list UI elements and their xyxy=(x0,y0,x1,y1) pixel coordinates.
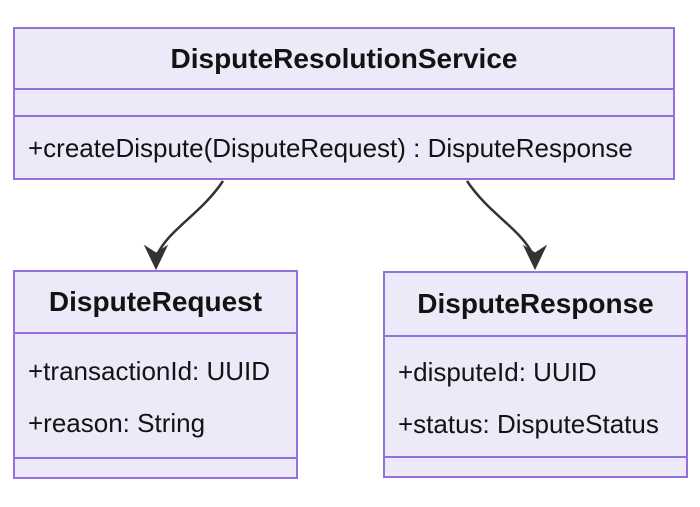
attributes-compartment: +disputeId: UUID +status: DisputeStatus xyxy=(385,335,686,456)
arrow-service-to-request xyxy=(143,180,225,271)
attributes-compartment: +transactionId: UUID +reason: String xyxy=(15,332,296,457)
methods-compartment-empty xyxy=(385,456,686,476)
attributes-compartment-empty xyxy=(15,88,673,115)
class-name: DisputeResolutionService xyxy=(170,42,518,74)
attribute-reason: +reason: String xyxy=(28,407,206,438)
class-name: DisputeRequest xyxy=(48,286,263,317)
methods-compartment: +createDispute(DisputeRequest) : Dispute… xyxy=(15,115,673,178)
attribute-dispute-id: +disputeId: UUID xyxy=(398,356,597,387)
class-name: DisputeResponse xyxy=(417,288,654,319)
attribute-status: +status: DisputeStatus xyxy=(398,408,659,439)
methods-compartment-empty xyxy=(15,457,296,477)
arrow-service-to-response xyxy=(465,180,548,271)
attribute-transaction-id: +transactionId: UUID xyxy=(28,355,271,386)
class-dispute-response: DisputeResponse +disputeId: UUID +status… xyxy=(383,271,688,478)
class-dispute-request: DisputeRequest +transactionId: UUID +rea… xyxy=(13,270,298,479)
method-create-dispute: +createDispute(DisputeRequest) : Dispute… xyxy=(28,132,633,163)
class-dispute-resolution-service: DisputeResolutionService +createDispute(… xyxy=(13,27,675,180)
